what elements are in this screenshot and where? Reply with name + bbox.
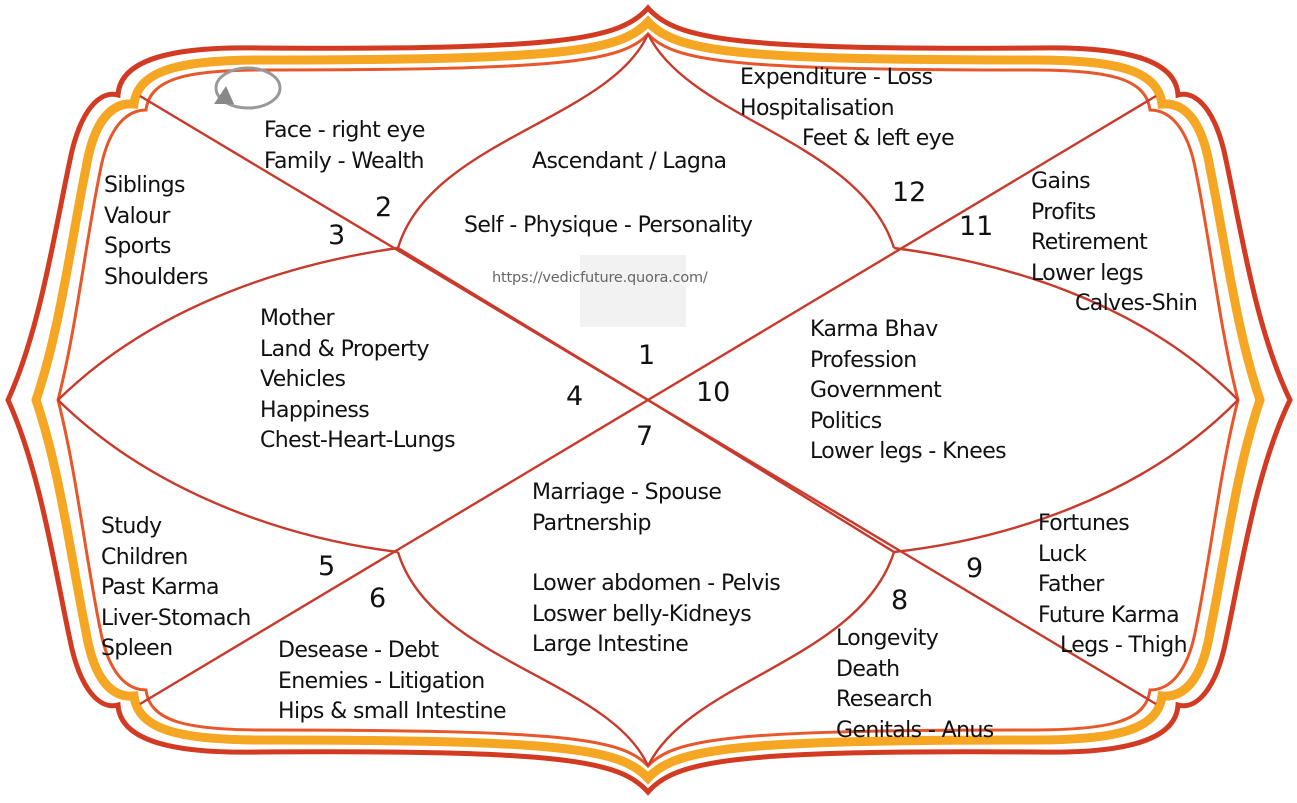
house-number-5: 5 — [318, 551, 336, 582]
house-number-7: 7 — [636, 421, 654, 452]
house-6-line: Enemies - Litigation — [278, 668, 485, 694]
house-8-line: Genitals - Anus — [836, 717, 994, 743]
house-9-line: Luck — [1038, 541, 1087, 567]
house-10-text: Karma Bhav Profession Government Politic… — [810, 315, 1007, 468]
house-3-line: Siblings — [104, 173, 185, 198]
house-7-line: Marriage - Spouse — [532, 480, 722, 505]
frame-outer-border — [5, 4, 1293, 796]
house-5-line: Children — [101, 544, 188, 570]
frame-middle-border — [31, 15, 1265, 785]
house-number-4: 4 — [566, 381, 584, 412]
diamond-top-right-curve — [646, 33, 896, 249]
house-number-10: 10 — [696, 377, 731, 408]
house-3-line: Sports — [104, 234, 172, 259]
house-12-line: Hospitalisation — [740, 95, 895, 121]
house-7-line: Large Intestine — [532, 632, 689, 657]
diamond-edge-lower-right — [647, 398, 895, 554]
house-1-line: Ascendant / Lagna — [532, 149, 727, 174]
diamond-top-left-curve — [396, 33, 650, 249]
house-3-line: Shoulders — [104, 264, 209, 290]
house-4-line: Mother — [260, 306, 335, 331]
house-11-text: Gains Profits Retirement Lower legs Calv… — [1031, 167, 1198, 320]
house-2-text: Face - right eye Family - Wealth — [264, 116, 425, 177]
house-4-line: Happiness — [260, 397, 370, 423]
house-10-line: Lower legs - Knees — [810, 439, 1007, 464]
house-9-line: Future Karma — [1038, 602, 1180, 628]
house-3-text: Siblings Valour Sports Shoulders — [104, 171, 209, 293]
house-9-line: Legs - Thigh — [1060, 633, 1188, 658]
house-12-line: Expenditure - Loss — [740, 65, 933, 90]
house-10-line: Government — [810, 378, 942, 403]
house-8-line: Research — [836, 687, 933, 712]
house-7-line: Lower abdomen - Pelvis — [532, 571, 781, 596]
house-6-line: Hips & small Intestine — [278, 699, 506, 724]
house-number-12: 12 — [892, 177, 927, 208]
house-12-text: Expenditure - Loss Hospitalisation Feet … — [740, 63, 955, 155]
house-number-11: 11 — [959, 211, 994, 242]
house-11-line: Calves-Shin — [1075, 291, 1198, 316]
house-1-text-2: Self - Physique - Personality — [464, 211, 753, 242]
house-8-line: Death — [836, 656, 900, 682]
house-5-line: Study — [101, 514, 162, 539]
house-10-line: Profession — [810, 347, 917, 373]
diamond-right-lower-curve — [893, 399, 1239, 554]
diamond-left-lower-curve — [57, 399, 399, 554]
house-11-line: Profits — [1031, 199, 1096, 225]
house-6-text: Desease - Debt Enemies - Litigation Hips… — [278, 636, 506, 728]
house-number-1: 1 — [638, 340, 656, 371]
diamond-left-upper-curve — [57, 246, 399, 401]
rotate-arrow-icon — [214, 66, 282, 110]
house-11-line: Retirement — [1031, 230, 1148, 255]
house-12-line: Feet & left eye — [802, 126, 955, 151]
diamond-edge-upper-left — [397, 246, 649, 402]
house-number-6: 6 — [369, 583, 387, 614]
house-9-line: Fortunes — [1038, 511, 1130, 536]
inner-diamond — [57, 33, 1239, 767]
watermark-box — [580, 255, 686, 327]
house-1-text: Ascendant / Lagna — [532, 147, 727, 178]
house-9-line: Father — [1038, 572, 1104, 597]
house-7-text-2: Lower abdomen - Pelvis Loswer belly-Kidn… — [532, 569, 781, 661]
house-7-text: Marriage - Spouse Partnership — [532, 478, 722, 539]
house-10-line: Karma Bhav — [810, 317, 938, 342]
house-1-line: Self - Physique - Personality — [464, 213, 753, 238]
house-10-line: Politics — [810, 408, 882, 434]
house-2-line: Family - Wealth — [264, 148, 424, 174]
diamond-bottom-left-curve — [396, 551, 650, 767]
house-11-line: Gains — [1031, 169, 1091, 194]
house-3-line: Valour — [104, 203, 170, 229]
house-7-line: Loswer belly-Kidneys — [532, 601, 752, 627]
diamond-bottom-right-curve — [646, 551, 896, 767]
house-7-line: Partnership — [532, 510, 651, 536]
house-5-text: Study Children Past Karma Liver-Stomach … — [101, 512, 251, 665]
house-5-line: Spleen — [101, 636, 173, 661]
house-4-line: Vehicles — [260, 367, 346, 392]
watermark-url: https://vedicfuture.quora.com/ — [492, 270, 708, 286]
diamond-right-upper-curve — [893, 246, 1239, 401]
house-number-2: 2 — [375, 192, 393, 223]
house-2-line: Face - right eye — [264, 118, 425, 143]
house-8-line: Longevity — [836, 626, 939, 651]
house-4-text: Mother Land & Property Vehicles Happines… — [260, 304, 456, 457]
house-5-line: Past Karma — [101, 575, 220, 600]
house-9-text: Fortunes Luck Father Future Karma Legs -… — [1038, 509, 1188, 662]
house-4-line: Chest-Heart-Lungs — [260, 428, 456, 453]
house-6-line: Desease - Debt — [278, 638, 439, 663]
house-11-line: Lower legs — [1031, 260, 1144, 286]
house-number-8: 8 — [891, 585, 909, 616]
house-4-line: Land & Property — [260, 336, 429, 362]
house-number-9: 9 — [966, 553, 984, 584]
house-8-text: Longevity Death Research Genitals - Anus — [836, 624, 994, 746]
house-5-line: Liver-Stomach — [101, 605, 251, 631]
house-number-3: 3 — [328, 220, 346, 251]
